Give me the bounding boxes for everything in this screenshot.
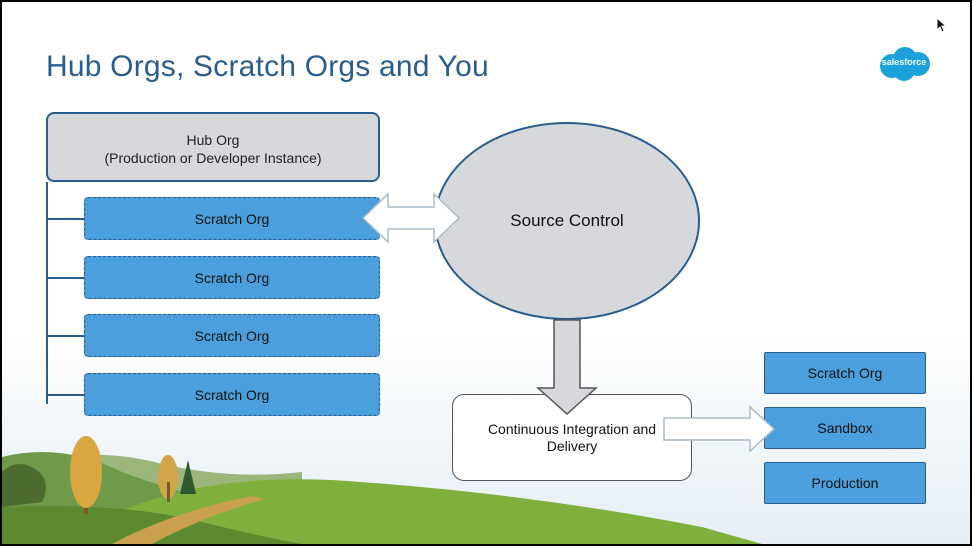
scratch-org-4: Scratch Org (84, 373, 380, 416)
front-hill (2, 506, 302, 544)
target-production: Production (764, 462, 926, 504)
scratch-org-2: Scratch Org (84, 256, 380, 299)
right-arrow-ci-targets (663, 405, 776, 453)
down-arrow-source-ci (536, 319, 598, 416)
ci-line-2: Delivery (546, 437, 598, 454)
source-control-ellipse: Source Control (434, 122, 700, 320)
target-sandbox: Sandbox (764, 407, 926, 449)
dirt-path (112, 496, 264, 544)
hub-org-subtitle: (Production or Developer Instance) (104, 150, 322, 166)
tree-branch-2 (46, 277, 84, 279)
tree-branch-4 (46, 394, 84, 396)
tree-branch-1 (46, 218, 84, 220)
hub-tree-connector (46, 182, 48, 404)
hub-org-box: Hub Org (Production or Developer Instanc… (46, 112, 380, 182)
ci-line-1: Continuous Integration and (487, 420, 657, 437)
double-arrow-scratch-source (361, 192, 461, 244)
target-scratch-org: Scratch Org (764, 352, 926, 394)
scratch-org-3: Scratch Org (84, 314, 380, 357)
slide-title: Hub Orgs, Scratch Orgs and You (46, 50, 489, 83)
mouse-pointer-icon (936, 17, 948, 33)
tree-crown-small (158, 455, 178, 499)
pine-tree (180, 460, 196, 494)
salesforce-cloud-icon: salesforce (876, 46, 932, 82)
tree-branch-3 (46, 335, 84, 337)
logo-text: salesforce (881, 57, 927, 67)
hub-org-title: Hub Org (186, 132, 240, 148)
tree-trunk-small (167, 482, 170, 502)
tree-crown-left (70, 436, 102, 508)
bush (2, 463, 46, 507)
main-hill (62, 479, 762, 544)
